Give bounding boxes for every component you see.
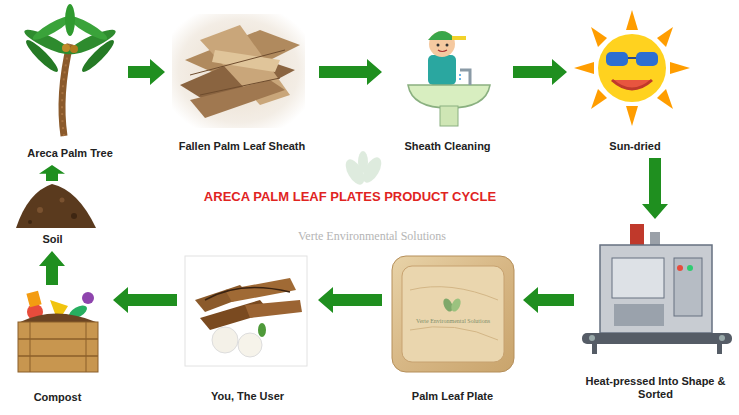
plate-watermark: Verte Environmental Solutions	[413, 318, 493, 325]
palm-leaf-plate	[392, 256, 514, 372]
stage-label: Sheath Cleaning	[404, 140, 490, 153]
stage-node: Palm Leaf Plate	[385, 250, 520, 405]
stage-node: Heat-pressed Into Shape & Sorted	[577, 222, 734, 403]
flow-arrow	[318, 287, 382, 313]
flow-arrow	[39, 251, 65, 285]
stage-node: Areca Palm Tree	[15, 5, 125, 162]
stage-label: Sun-dried	[609, 140, 660, 153]
stage-node: Sun-dried	[570, 5, 700, 155]
heat-press-machine	[582, 224, 732, 354]
flow-arrow	[513, 59, 567, 85]
stage-node: Compost	[5, 288, 110, 406]
flow-arrow	[523, 287, 574, 313]
food-photo	[185, 256, 307, 366]
stage-node: Soil	[10, 184, 95, 248]
stage-label: Fallen Palm Leaf Sheath	[179, 140, 306, 153]
stage-label: You, The User	[211, 390, 284, 403]
diagram-title: ARECA PALM LEAF PLATES PRODUCT CYCLE	[130, 189, 570, 204]
stage-node: You, The User	[180, 250, 315, 405]
stage-label: Palm Leaf Plate	[412, 390, 493, 403]
watermark-text: Verte Environmental Solutions	[262, 229, 482, 244]
flow-arrow	[39, 165, 65, 181]
watermark-logo	[342, 151, 385, 188]
stage-node: Sheath Cleaning	[385, 10, 510, 155]
compost-bin	[18, 291, 98, 372]
palm-tree	[22, 4, 118, 136]
sheath-cleaning-figure	[408, 31, 490, 126]
soil-pile	[16, 184, 96, 228]
stage-label: Compost	[34, 391, 82, 404]
stage-label: Soil	[42, 233, 62, 246]
flow-arrow	[642, 158, 668, 219]
flow-arrow	[128, 59, 165, 85]
stage-node: Fallen Palm Leaf Sheath	[168, 10, 316, 155]
leaf-sheath-photo	[172, 14, 305, 128]
flow-arrow	[319, 59, 382, 85]
stage-label: Areca Palm Tree	[27, 147, 113, 160]
stage-label: Heat-pressed Into Shape & Sorted	[579, 375, 732, 401]
sun-figure	[574, 10, 690, 126]
flow-arrow	[113, 287, 177, 313]
